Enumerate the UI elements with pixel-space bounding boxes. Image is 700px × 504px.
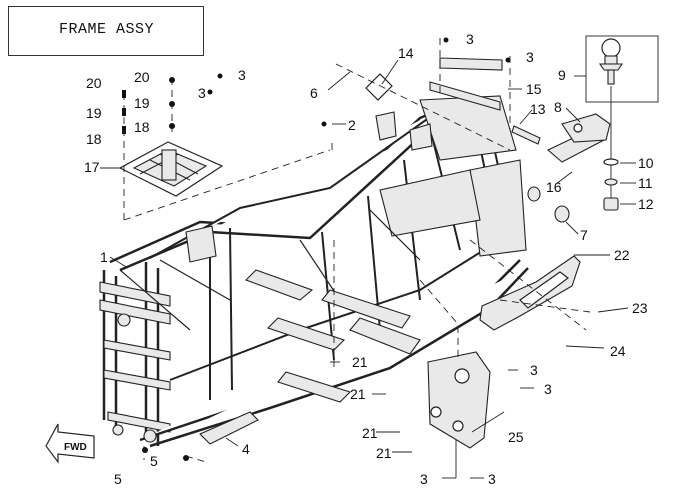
nut-7-part xyxy=(554,205,570,223)
callout-15: 15 xyxy=(526,81,542,97)
label-plate-part xyxy=(365,73,393,101)
callout-3-f: 3 xyxy=(544,381,552,397)
callout-4: 4 xyxy=(242,441,250,457)
callout-19-a: 19 xyxy=(86,105,102,121)
hitch-ball-part xyxy=(598,38,624,85)
callout-3-d: 3 xyxy=(198,85,206,101)
callout-5-a: 5 xyxy=(150,453,158,469)
callout-18-a: 18 xyxy=(86,131,102,147)
callout-23: 23 xyxy=(632,300,648,316)
callout-2: 2 xyxy=(348,117,356,133)
callout-20-b: 20 xyxy=(134,69,150,85)
callout-3-a: 3 xyxy=(466,31,474,47)
rack-plate-part xyxy=(118,141,224,197)
callout-22: 22 xyxy=(614,247,630,263)
main-frame-part xyxy=(99,94,529,448)
callout-21-d: 21 xyxy=(376,445,392,461)
forward-direction-arrow: FWD xyxy=(45,423,95,464)
fwd-label: FWD xyxy=(64,442,87,453)
collar-part xyxy=(527,186,541,202)
callout-21-c: 21 xyxy=(362,425,378,441)
side-panel-part xyxy=(427,351,491,449)
callout-6: 6 xyxy=(310,85,318,101)
guide-lines xyxy=(123,38,591,463)
hitch-ball-box xyxy=(585,35,659,103)
callout-3-c: 3 xyxy=(238,67,246,83)
callout-7: 7 xyxy=(580,227,588,243)
title-box: FRAME ASSY xyxy=(8,6,204,56)
callout-20-a: 20 xyxy=(86,75,102,91)
callout-3-e: 3 xyxy=(530,362,538,378)
callout-13: 13 xyxy=(530,101,546,117)
callout-21-a: 21 xyxy=(352,354,368,370)
callout-11: 11 xyxy=(638,175,653,191)
diagram-title: FRAME ASSY xyxy=(59,21,155,38)
leader-lines xyxy=(100,59,636,479)
callout-21-b: 21 xyxy=(350,386,366,402)
hitch-part xyxy=(546,113,611,163)
rear-bar-part xyxy=(429,57,503,111)
callout-25: 25 xyxy=(508,429,524,445)
callout-17: 17 xyxy=(84,159,100,175)
callout-3-h: 3 xyxy=(488,471,496,487)
callout-1: 1 xyxy=(100,249,108,265)
callout-19-b: 19 xyxy=(134,95,150,111)
callout-3-b: 3 xyxy=(526,49,534,65)
pin-part xyxy=(511,125,541,145)
callout-14: 14 xyxy=(398,45,414,61)
callout-16: 16 xyxy=(546,179,562,195)
callout-numbers: 1 2 3 3 3 3 3 3 3 3 4 5 5 6 7 8 9 10 11 … xyxy=(84,31,654,487)
callout-12: 12 xyxy=(638,196,654,212)
callout-18-b: 18 xyxy=(134,119,150,135)
bracket-part xyxy=(199,411,259,445)
callout-9: 9 xyxy=(558,67,566,83)
washer-part xyxy=(603,158,619,166)
callout-5-b: 5 xyxy=(114,471,122,487)
callout-3-g: 3 xyxy=(420,471,428,487)
callout-24: 24 xyxy=(610,343,626,359)
nut-part xyxy=(603,197,619,211)
lock-washer-part xyxy=(604,178,618,186)
skid-plate-part xyxy=(479,255,581,331)
callout-10: 10 xyxy=(638,155,654,171)
callout-8: 8 xyxy=(554,99,562,115)
